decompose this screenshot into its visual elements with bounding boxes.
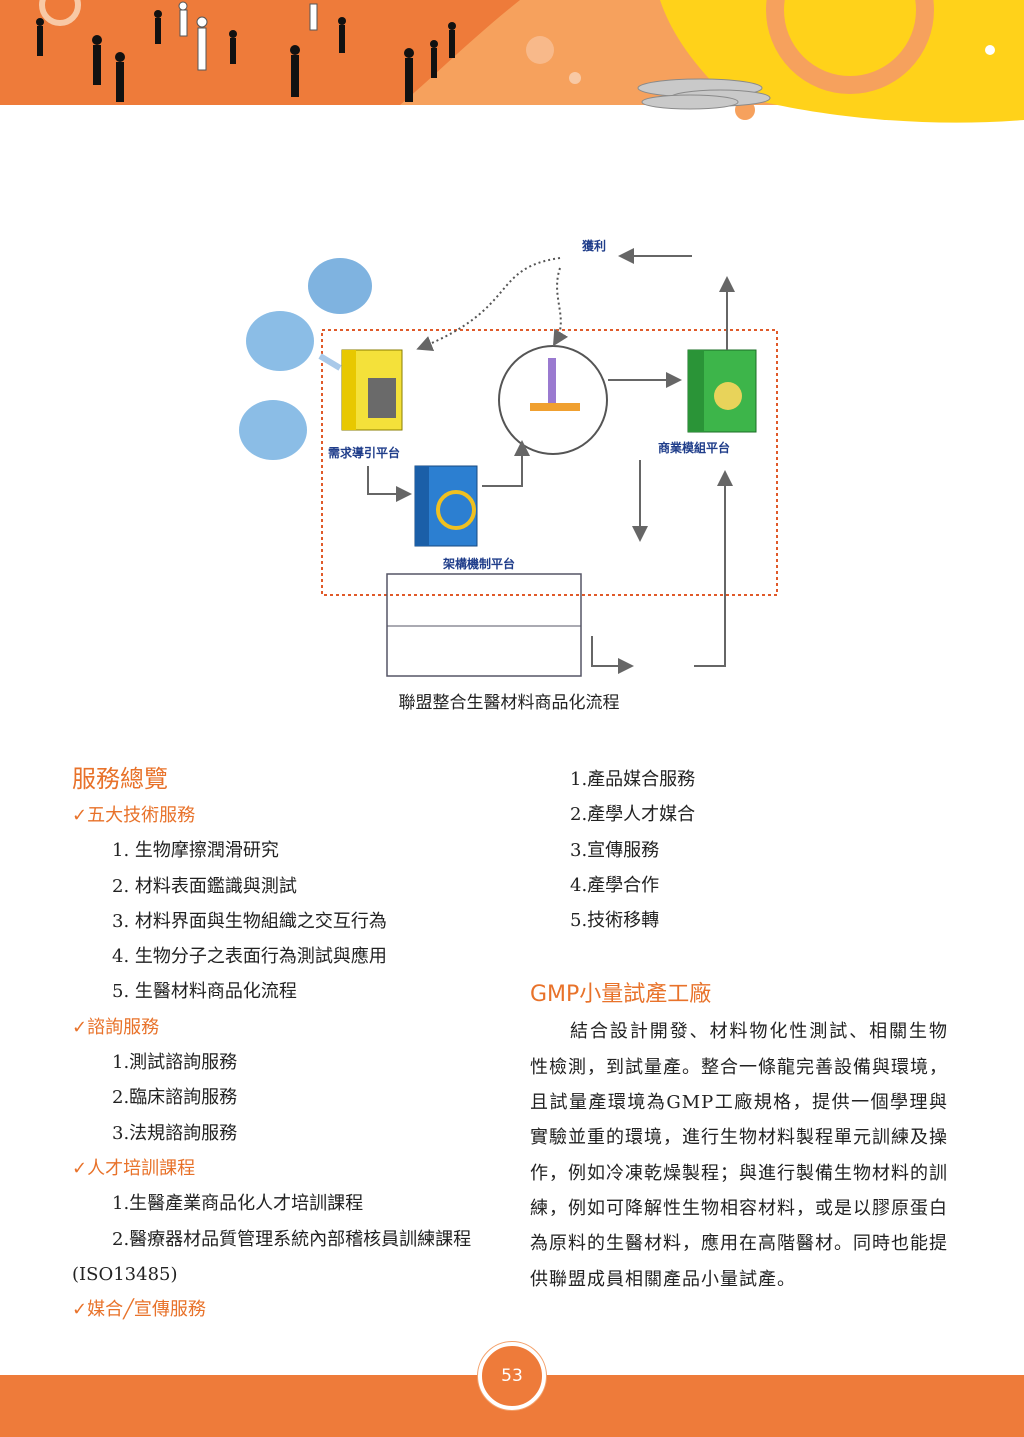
lab-table-icon [530, 403, 580, 411]
list-item: 3. 材料界面與生物組織之交互行為 [112, 910, 387, 932]
right-column: 1.產品媒合服務 2.產學人才媒合 3.宣傳服務 4.產學合作 5.技術移轉 G… [530, 762, 960, 1297]
figure-caption: 聯盟整合生醫材料商品化流程 [398, 693, 620, 713]
bubble-1 [308, 258, 372, 314]
page-number: 53 [478, 1342, 546, 1410]
list-item: 3.法規諮詢服務 [112, 1122, 238, 1144]
list-item: 2.醫療器材品質管理系統內部稽核員訓練課程(ISO13485) [72, 1228, 472, 1285]
list-item: 2.臨床諮詢服務 [112, 1087, 238, 1109]
list-item: 4.產學合作 [570, 874, 660, 896]
list-item: 2. 材料表面鑑識與測試 [112, 875, 297, 897]
list-item: 1. 生物摩擦潤滑研究 [112, 840, 279, 862]
list-item: 5. 生醫材料商品化流程 [112, 981, 297, 1003]
bubble-2 [246, 311, 314, 371]
bottom-box [386, 573, 582, 677]
section-heading-training: ✓人才培訓課程 [72, 1157, 196, 1179]
list-item: 5.技術移轉 [570, 910, 660, 932]
header-banner [0, 0, 1024, 130]
list-item: 3.宣傳服務 [570, 839, 660, 861]
flow-diagram-svg: 需求導引平台 商業模組平台 架構機制平台 獲利 [239, 238, 778, 677]
flow-diagram: 需求導引平台 商業模組平台 架構機制平台 獲利 [230, 228, 790, 683]
list-item: 1.生醫產業商品化人才培訓課程 [112, 1193, 364, 1215]
demand-box-icon [341, 349, 403, 431]
gmp-paragraph: 結合設計開發、材料物化性測試、相關生物性檢測，到試量產。整合一條龍完善設備與環境… [530, 1021, 948, 1290]
section-heading-consult: ✓諮詢服務 [72, 1016, 160, 1038]
gmp-title: GMP小量試產工廠 [530, 982, 712, 1008]
bubble-3 [239, 400, 307, 460]
list-item: 4. 生物分子之表面行為測試與應用 [112, 946, 387, 968]
business-box-icon [687, 349, 757, 433]
section-heading-matching: ✓媒合╱宣傳服務 [72, 1299, 206, 1321]
demand-platform-label: 需求導引平台 [328, 445, 400, 460]
business-platform-label: 商業模組平台 [658, 440, 730, 455]
list-item: 2.產學人才媒合 [570, 804, 696, 826]
list-item: 1.產品媒合服務 [570, 769, 696, 790]
section-heading-tech: ✓五大技術服務 [72, 805, 196, 826]
bridge-box-icon [414, 465, 478, 547]
profit-label: 獲利 [582, 238, 606, 253]
service-overview-title: 服務總覽 [72, 765, 168, 793]
list-item: 1.測試諮詢服務 [112, 1052, 238, 1074]
bridge-platform-label: 架構機制平台 [442, 556, 515, 571]
header-illustration [0, 0, 1024, 123]
left-column: 服務總覽 ✓五大技術服務 1. 生物摩擦潤滑研究 2. 材料表面鑑識與測試 3.… [72, 762, 502, 1327]
